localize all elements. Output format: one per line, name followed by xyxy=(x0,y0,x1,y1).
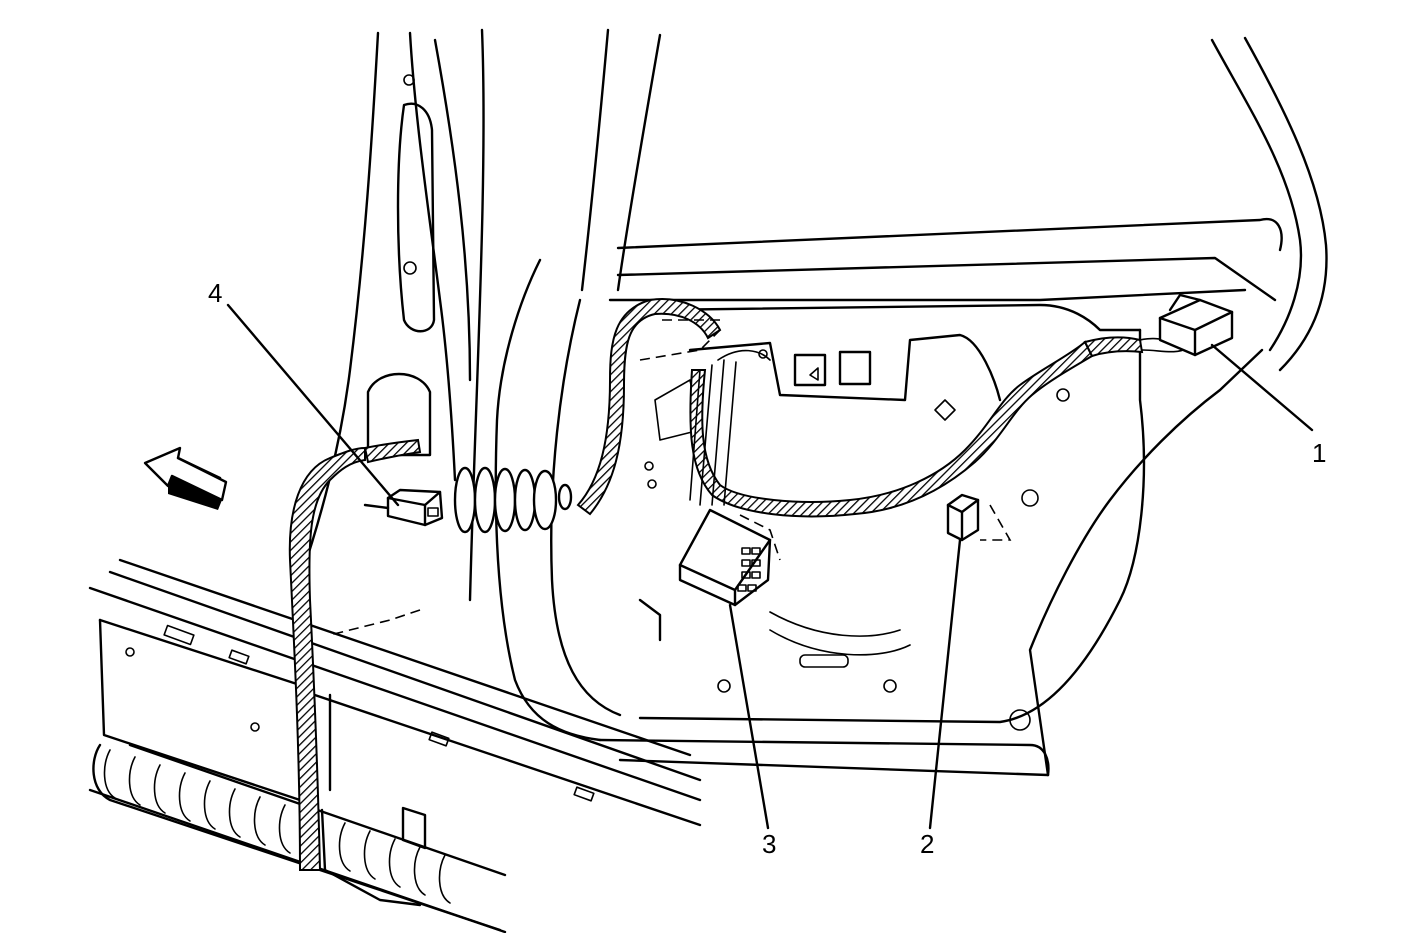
leader-line-3 xyxy=(728,603,770,830)
door-panel-details xyxy=(638,349,1070,731)
leader-lines xyxy=(226,303,1314,830)
callout-3: 3 xyxy=(762,829,776,859)
callout-1: 1 xyxy=(1312,438,1326,468)
connector-2 xyxy=(946,493,980,542)
forward-arrow-icon xyxy=(143,446,228,510)
leader-line-4 xyxy=(226,303,400,507)
callout-4: 4 xyxy=(208,278,222,308)
dashed-routing xyxy=(329,319,1012,636)
door-grommet xyxy=(453,466,573,534)
connector-1 xyxy=(1158,293,1234,357)
leader-line-1 xyxy=(1210,343,1314,432)
callout-2: 2 xyxy=(920,829,934,859)
rocker-sill xyxy=(88,558,702,933)
leader-line-2 xyxy=(928,538,962,830)
connector-4 xyxy=(363,488,444,527)
wiring-harness xyxy=(288,298,1189,871)
connector-3 xyxy=(678,508,772,607)
